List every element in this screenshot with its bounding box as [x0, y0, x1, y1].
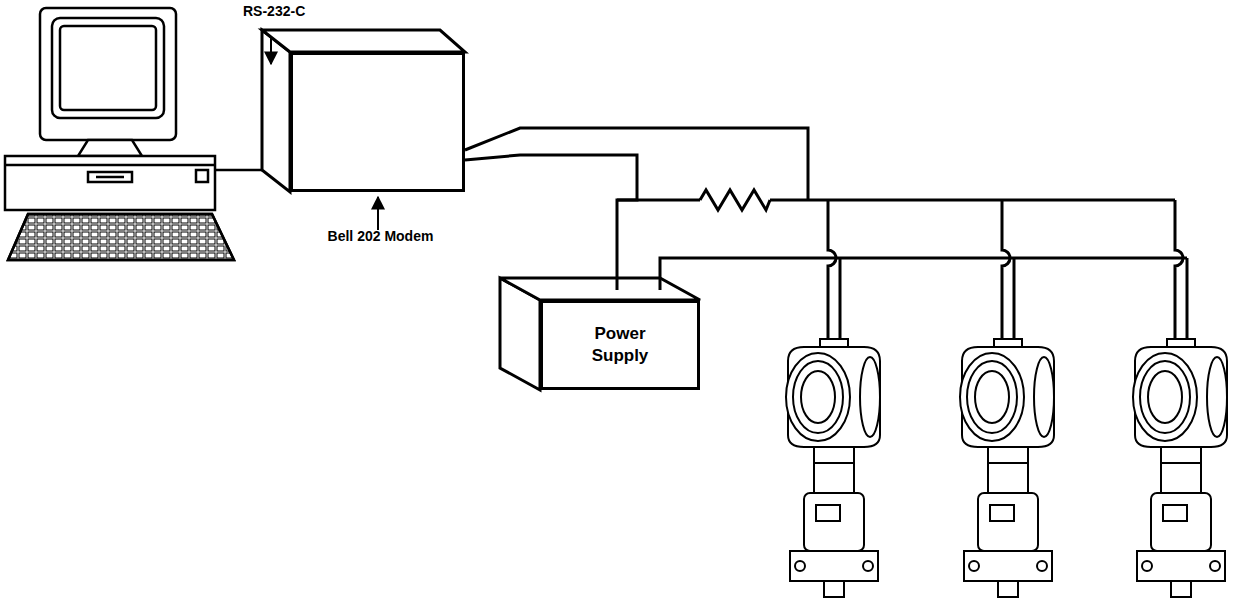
node-label: Bell 202 Modem — [273, 227, 488, 245]
pressure-transmitter — [786, 339, 880, 597]
leader-arrow — [377, 197, 379, 230]
computer-illustration — [5, 8, 262, 260]
modem-housing — [262, 30, 465, 192]
power-supply-box: Power Supply — [540, 300, 700, 390]
resistor-symbol — [700, 190, 770, 210]
interface-label: RS-232-C — [243, 3, 305, 19]
modem-box: Bell 202 Modem — [290, 52, 465, 192]
power-supply-housing — [500, 278, 700, 390]
node-label: Power Supply — [575, 323, 665, 367]
signal-wire — [465, 155, 637, 290]
pressure-transmitter — [1133, 339, 1227, 597]
pointer-arrow — [270, 38, 272, 64]
pressure-transmitter — [960, 339, 1054, 597]
